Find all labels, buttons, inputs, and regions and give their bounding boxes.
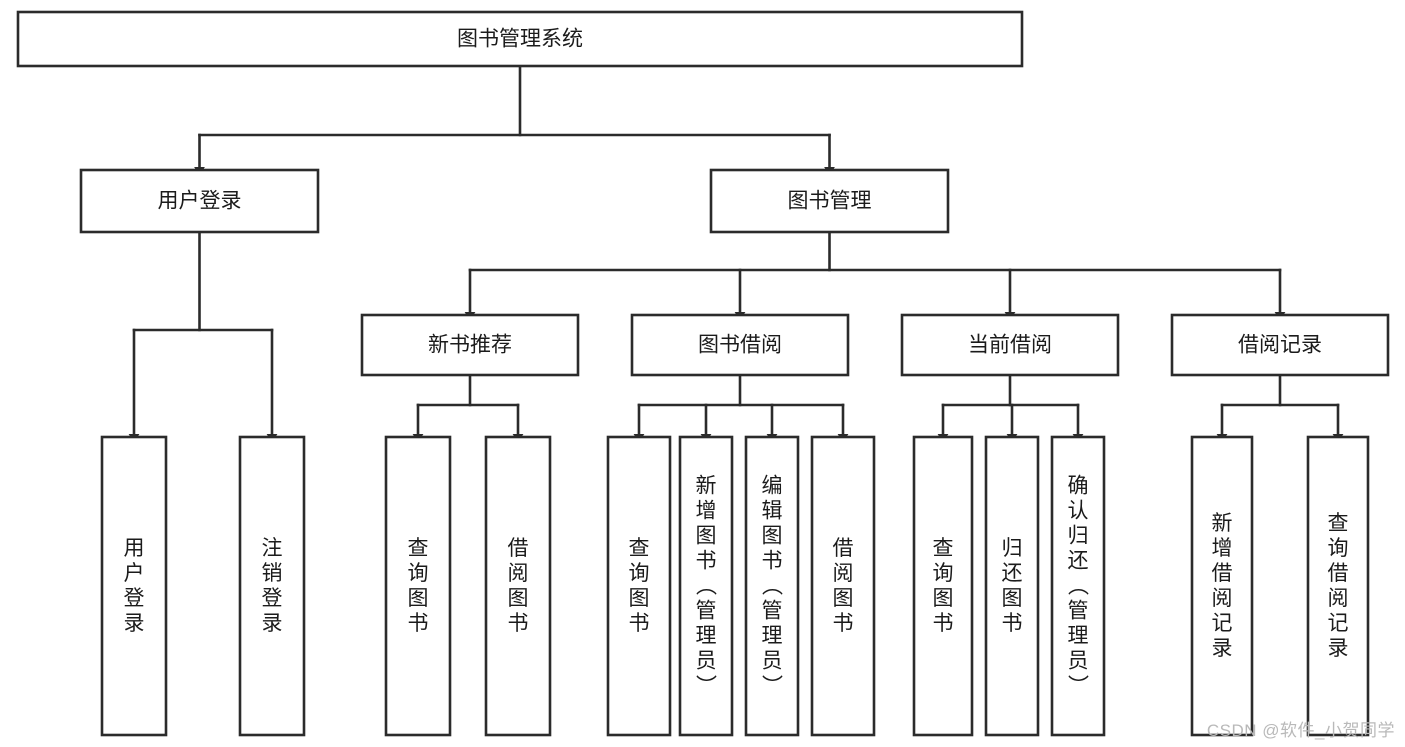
node-leaf-query-book-2[interactable]: 查询图书 xyxy=(606,435,672,737)
node-label-leaf-confirm-return: 确认归还（管理员） xyxy=(1068,475,1090,698)
node-label-user-login: 用户登录 xyxy=(158,190,242,213)
node-label-leaf-return-book: 归还图书 xyxy=(1002,537,1023,635)
node-root[interactable]: 图书管理系统 xyxy=(16,10,1024,68)
node-label-book-manage: 图书管理 xyxy=(788,190,872,213)
nodes-layer: 图书管理系统用户登录图书管理新书推荐图书借阅当前借阅借阅记录用户登录注销登录查询… xyxy=(16,10,1390,737)
node-box-leaf-edit-book xyxy=(744,435,800,737)
node-label-leaf-add-record: 新增借阅记录 xyxy=(1212,512,1233,660)
csdn-watermark: CSDN @软件_小贺同学 xyxy=(1206,721,1395,740)
node-leaf-add-book[interactable]: 新增图书（管理员） xyxy=(678,435,734,737)
node-box-borrow-record xyxy=(1170,313,1390,377)
node-box-leaf-query-record xyxy=(1306,435,1370,737)
node-box-leaf-query-book-2 xyxy=(606,435,672,737)
node-box-leaf-borrow-book-2 xyxy=(810,435,876,737)
node-box-leaf-return-book xyxy=(984,435,1040,737)
node-leaf-edit-book[interactable]: 编辑图书（管理员） xyxy=(744,435,800,737)
node-book-borrow[interactable]: 图书借阅 xyxy=(630,313,850,377)
node-label-book-borrow: 图书借阅 xyxy=(698,334,782,357)
node-label-new-book-recommend: 新书推荐 xyxy=(428,334,512,357)
node-label-leaf-logout-login: 注销登录 xyxy=(262,537,283,635)
node-box-book-manage xyxy=(709,168,950,234)
node-box-leaf-query-book-3 xyxy=(912,435,974,737)
node-book-manage[interactable]: 图书管理 xyxy=(709,168,950,234)
node-borrow-record[interactable]: 借阅记录 xyxy=(1170,313,1390,377)
node-label-leaf-query-record: 查询借阅记录 xyxy=(1328,512,1349,660)
node-leaf-logout-login[interactable]: 注销登录 xyxy=(238,435,306,737)
node-label-leaf-query-book-3: 查询图书 xyxy=(933,537,954,635)
node-label-current-borrow: 当前借阅 xyxy=(968,334,1052,357)
node-label-root: 图书管理系统 xyxy=(457,28,583,51)
node-user-login[interactable]: 用户登录 xyxy=(79,168,320,234)
node-box-leaf-query-book-1 xyxy=(384,435,452,737)
node-box-leaf-confirm-return xyxy=(1050,435,1106,737)
node-leaf-add-record[interactable]: 新增借阅记录 xyxy=(1190,435,1254,737)
node-leaf-query-record[interactable]: 查询借阅记录 xyxy=(1306,435,1370,737)
edges-layer xyxy=(128,64,1344,443)
node-leaf-borrow-book-2[interactable]: 借阅图书 xyxy=(810,435,876,737)
node-box-new-book-recommend xyxy=(360,313,580,377)
node-label-leaf-borrow-book-2: 借阅图书 xyxy=(833,537,854,635)
node-new-book-recommend[interactable]: 新书推荐 xyxy=(360,313,580,377)
node-label-leaf-add-book: 新增图书（管理员） xyxy=(696,475,718,698)
node-label-leaf-user-login: 用户登录 xyxy=(124,537,145,635)
node-current-borrow[interactable]: 当前借阅 xyxy=(900,313,1120,377)
node-label-leaf-borrow-book-1: 借阅图书 xyxy=(508,537,529,635)
node-box-leaf-logout-login xyxy=(238,435,306,737)
node-leaf-user-login[interactable]: 用户登录 xyxy=(100,435,168,737)
node-box-root xyxy=(16,10,1024,68)
node-label-leaf-query-book-1: 查询图书 xyxy=(408,537,429,635)
node-label-leaf-query-book-2: 查询图书 xyxy=(629,537,650,635)
node-box-current-borrow xyxy=(900,313,1120,377)
node-label-borrow-record: 借阅记录 xyxy=(1238,334,1322,357)
node-box-leaf-user-login xyxy=(100,435,168,737)
node-label-leaf-edit-book: 编辑图书（管理员） xyxy=(762,475,784,698)
node-box-leaf-borrow-book-1 xyxy=(484,435,552,737)
node-leaf-return-book[interactable]: 归还图书 xyxy=(984,435,1040,737)
node-box-user-login xyxy=(79,168,320,234)
node-leaf-borrow-book-1[interactable]: 借阅图书 xyxy=(484,435,552,737)
node-box-book-borrow xyxy=(630,313,850,377)
node-box-leaf-add-book xyxy=(678,435,734,737)
node-leaf-confirm-return[interactable]: 确认归还（管理员） xyxy=(1050,435,1106,737)
node-leaf-query-book-3[interactable]: 查询图书 xyxy=(912,435,974,737)
node-box-leaf-add-record xyxy=(1190,435,1254,737)
node-leaf-query-book-1[interactable]: 查询图书 xyxy=(384,435,452,737)
